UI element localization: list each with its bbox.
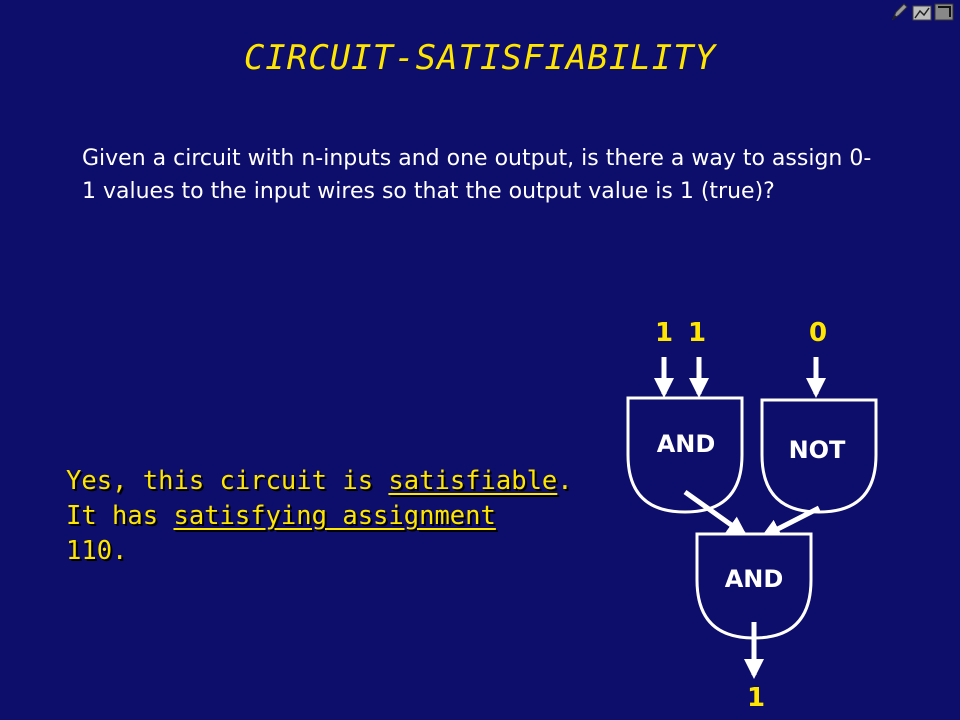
slide-title: CIRCUIT-SATISFIABILITY [243,38,717,78]
answer-satisfiable-term: satisfiable [388,466,558,496]
input-label-2: 1 [688,318,706,348]
answer-text: Yes, this circuit is satisfiable. It has… [66,464,626,569]
and-gate-bottom-label: AND [725,565,784,593]
answer-line1-text: Yes, this circuit is [66,466,389,496]
wire-and-to-and [683,489,748,537]
navigation-icon[interactable] [934,2,954,22]
input-label-1: 1 [655,318,673,348]
not-gate-label: NOT [789,436,846,464]
answer-line2-text: It has [66,501,174,531]
problem-statement: Given a circuit with n-inputs and one ou… [82,146,872,204]
slide-nav-icons [890,2,954,22]
input-label-3: 0 [809,318,827,348]
answer-line3-text: 110. [66,536,128,566]
answer-assignment-term: satisfying assignment [173,501,496,531]
output-label: 1 [747,683,765,713]
and-gate-top [626,396,744,514]
and-gate-top-label: AND [657,430,716,458]
wire-not-to-and [760,505,821,539]
slideshow-icon[interactable] [912,2,932,22]
not-gate [760,398,878,514]
pencil-icon[interactable] [890,2,910,22]
answer-line1-period: . [557,466,573,496]
